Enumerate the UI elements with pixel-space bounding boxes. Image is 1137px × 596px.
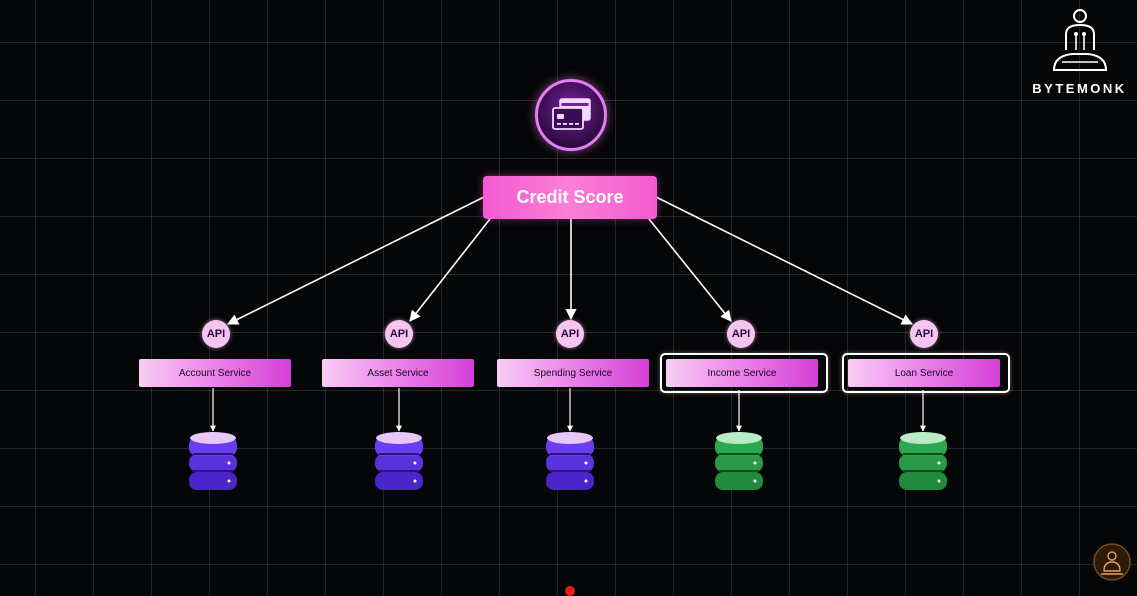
- loan-service-highlight: [842, 353, 1010, 393]
- arrow-to-asset-api: [409, 218, 491, 322]
- api-badge-asset: API: [385, 320, 413, 348]
- channel-avatar-icon: [1093, 543, 1131, 581]
- api-badge-label: API: [560, 328, 580, 340]
- income-database-icon: [715, 432, 763, 490]
- account-service-node: Account Service: [139, 359, 291, 387]
- api-badge-label: API: [389, 328, 409, 340]
- api-badge-account: API: [202, 320, 230, 348]
- credit-score-node: Credit Score: [483, 176, 657, 219]
- api-badge-label: API: [206, 328, 226, 340]
- asset-service-label: Asset Service: [367, 367, 429, 379]
- spending-service-label: Spending Service: [533, 367, 613, 379]
- income-service-label: Income Service: [707, 367, 777, 379]
- brand-name: BYTEMONK: [1032, 81, 1127, 96]
- api-badge-income: API: [727, 320, 755, 348]
- account-database-icon: [189, 432, 237, 490]
- account-service-label: Account Service: [178, 367, 252, 379]
- api-badge-label: API: [731, 328, 751, 340]
- income-service-node: Income Service: [666, 359, 818, 387]
- monk-logo-icon: [1052, 9, 1107, 71]
- spending-database-icon: [546, 432, 594, 490]
- arrow-to-income-api: [648, 218, 732, 322]
- loan-database-icon: [899, 432, 947, 490]
- income-service-highlight: [660, 353, 828, 393]
- loan-service-node: Loan Service: [848, 359, 1000, 387]
- asset-database-icon: [375, 432, 423, 490]
- loan-service-label: Loan Service: [894, 367, 954, 379]
- spending-service-node: Spending Service: [497, 359, 649, 387]
- arrow-to-account-api: [226, 196, 485, 325]
- credit-card-icon: [535, 79, 607, 151]
- brand-logo: BYTEMONK: [1027, 8, 1132, 96]
- credit-score-label: Credit Score: [516, 187, 624, 207]
- playback-position-dot[interactable]: [565, 586, 575, 596]
- api-badge-loan: API: [910, 320, 938, 348]
- api-badge-spending: API: [556, 320, 584, 348]
- asset-service-node: Asset Service: [322, 359, 474, 387]
- api-badge-label: API: [914, 328, 934, 340]
- arrow-to-loan-api: [655, 196, 914, 325]
